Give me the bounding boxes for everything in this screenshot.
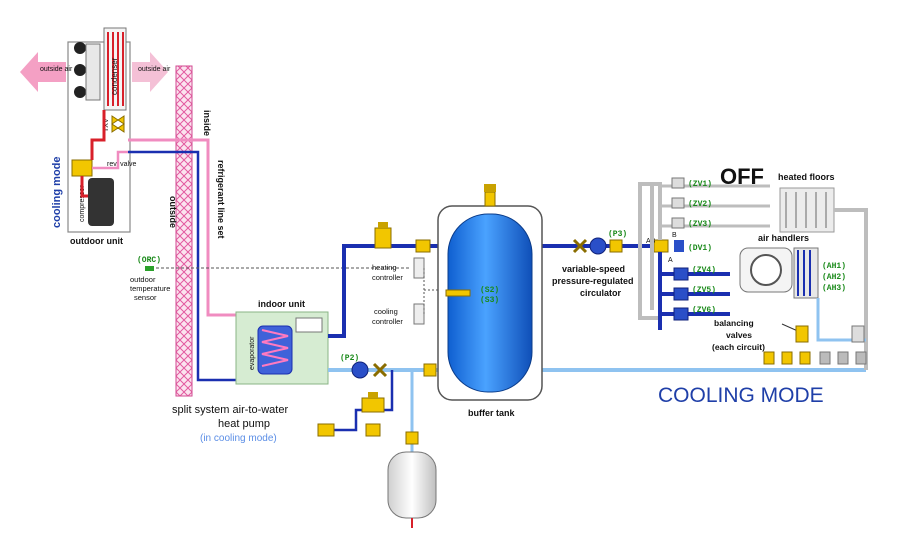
circulator-p3: (P3) variable-speed pressure-regulated c… xyxy=(552,230,634,298)
svg-text:TXV: TXV xyxy=(103,118,110,132)
svg-text:rev. valve: rev. valve xyxy=(107,161,137,168)
indoor-unit: indoor unit evaporator xyxy=(235,299,329,385)
svg-text:controller: controller xyxy=(372,273,403,282)
svg-text:(AH3): (AH3) xyxy=(822,284,846,293)
svg-text:(P2): (P2) xyxy=(340,354,359,363)
fill-line xyxy=(318,370,394,432)
svg-text:pressure-regulated: pressure-regulated xyxy=(552,276,634,286)
outside-air-arrow-left: outside air xyxy=(20,52,73,92)
compressor: compressor xyxy=(79,178,114,226)
outdoor-unit-label: outdoor unit xyxy=(70,236,123,246)
heating-zone-valves: (ZV1) (ZV2) (ZV3) xyxy=(671,177,712,229)
svg-text:A: A xyxy=(668,257,673,264)
cooling-controller: cooling controller xyxy=(372,303,425,326)
refrigerant-line-hot xyxy=(128,138,238,317)
refrigerant-line-set-label: refrigerant line set xyxy=(216,160,226,239)
air-separator xyxy=(374,222,392,249)
svg-text:cooling: cooling xyxy=(374,307,398,316)
heated-floors-label: heated floors xyxy=(778,172,835,182)
cooling-branch xyxy=(658,252,730,330)
svg-text:outside air: outside air xyxy=(138,66,171,73)
svg-text:controller: controller xyxy=(372,317,403,326)
outdoor-unit: condenser outside air outside air compre… xyxy=(20,27,171,246)
svg-text:(ZV2): (ZV2) xyxy=(688,200,712,209)
expansion-tank xyxy=(387,431,437,528)
condenser-coil: condenser xyxy=(103,27,127,111)
cooling-zone-valves: (ZV4) (ZV5) (ZV6) xyxy=(673,266,716,321)
svg-text:(AH1): (AH1) xyxy=(822,262,846,271)
svg-text:circulator: circulator xyxy=(580,288,622,298)
svg-text:B: B xyxy=(672,232,677,239)
heating-branch: OFF heated floors xyxy=(638,164,868,370)
buffer-tank: (S2) (S3) buffer tank xyxy=(437,184,543,418)
pressure-reducing-valve xyxy=(317,392,385,437)
svg-text:balancing: balancing xyxy=(714,318,754,328)
svg-text:(ZV1): (ZV1) xyxy=(688,180,712,189)
svg-text:(P3): (P3) xyxy=(608,230,627,239)
cooling-mode-title: COOLING MODE xyxy=(658,384,824,407)
svg-text:(ZV5): (ZV5) xyxy=(692,286,716,295)
svg-text:sensor: sensor xyxy=(134,293,157,302)
svg-text:outside air: outside air xyxy=(40,66,73,73)
svg-text:(each circuit): (each circuit) xyxy=(712,342,765,352)
heating-controller: heating controller xyxy=(372,257,425,282)
buffer-tank-label: buffer tank xyxy=(468,408,515,418)
svg-text:temperature: temperature xyxy=(130,284,170,293)
svg-text:(ZV4): (ZV4) xyxy=(692,266,716,275)
svg-text:indoor unit: indoor unit xyxy=(258,299,305,309)
balancing-valves: balancing valves (each circuit) xyxy=(712,318,867,365)
tank-air-vent xyxy=(484,184,496,207)
svg-text:air handlers: air handlers xyxy=(758,233,809,243)
heat-pump-caption-2: heat pump xyxy=(218,418,270,430)
svg-text:(S3): (S3) xyxy=(480,296,499,305)
inside-label: inside xyxy=(202,110,212,136)
circulator-p2: (P2) xyxy=(340,354,437,379)
svg-text:(S2): (S2) xyxy=(480,286,499,295)
svg-text:(ZV3): (ZV3) xyxy=(688,220,712,229)
svg-text:outdoor: outdoor xyxy=(130,275,156,284)
svg-text:(DV1): (DV1) xyxy=(688,244,712,253)
outside-air-arrow-right: outside air xyxy=(132,52,171,92)
svg-text:valves: valves xyxy=(726,330,752,340)
diverter-valve-dv1: AB B A (DV1) xyxy=(646,232,712,264)
exterior-wall: inside outside refrigerant line set xyxy=(168,65,226,397)
evaporator-label: evaporator xyxy=(249,336,256,370)
cooling-mode-side-label: cooling mode xyxy=(51,157,63,229)
heating-status: OFF xyxy=(720,164,764,189)
condenser-label: condenser xyxy=(110,57,119,95)
svg-text:(ORC): (ORC) xyxy=(137,256,161,265)
svg-text:heating: heating xyxy=(372,263,397,272)
air-handlers: air handlers (AH1) (AH2) (AH3) xyxy=(739,233,866,342)
svg-text:(ZV6): (ZV6) xyxy=(692,306,716,315)
check-valve xyxy=(415,239,431,253)
txv-valve: TXV xyxy=(103,115,125,133)
heat-pump-caption-1: split system air-to-water xyxy=(172,404,288,416)
svg-text:(AH2): (AH2) xyxy=(822,273,846,282)
outside-label: outside xyxy=(168,196,178,228)
fan-icon xyxy=(74,42,101,101)
svg-text:compressor: compressor xyxy=(79,185,86,222)
svg-text:variable-speed: variable-speed xyxy=(562,264,625,274)
outdoor-temperature-sensor: (ORC) outdoor temperature sensor xyxy=(130,256,170,302)
heat-pump-caption-3: (in cooling mode) xyxy=(200,433,277,444)
supply-pipe-to-tank xyxy=(328,244,446,338)
